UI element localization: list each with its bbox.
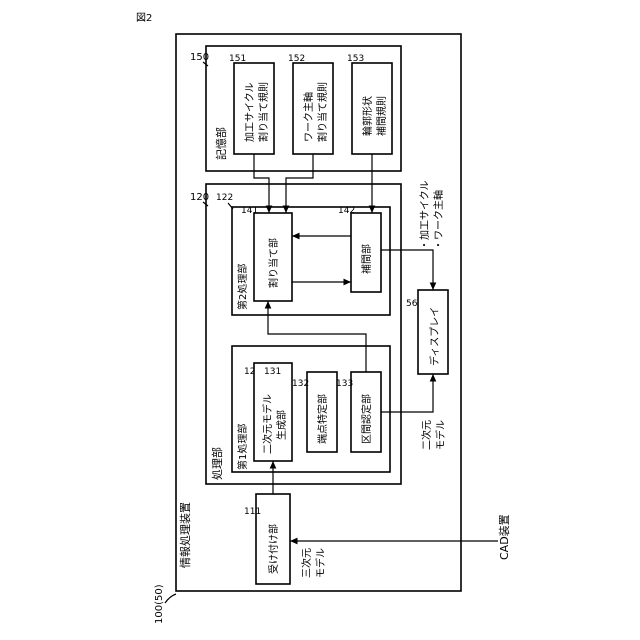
section-unit-label: 区間認定部 (360, 394, 373, 444)
interp-unit-ref: 142 (338, 206, 355, 216)
rule-152-line1: ワーク主軸 (302, 92, 315, 142)
endpoint-unit-label: 端点特定部 (316, 394, 329, 444)
output-annotation-1: ・加工サイクル (419, 181, 431, 251)
endpoint-unit-ref: 132 (292, 379, 309, 389)
rule-152-line2: 割り当て規則 (316, 82, 329, 142)
model-gen-line1: 二次元モデル (261, 394, 274, 454)
rule-151-line1: 加工サイクル (244, 83, 256, 143)
rule-153-ref: 153 (347, 54, 364, 64)
figure-label: 図2 (136, 12, 152, 24)
model3d-annotation-1: 三次元 (300, 548, 313, 578)
second-processing-ref: 122 (216, 193, 233, 203)
model2d-annotation-1: 二次元 (420, 420, 433, 450)
rule-152-ref: 152 (288, 54, 305, 64)
display-ref: 56 (406, 299, 418, 309)
section-unit-ref: 133 (336, 379, 353, 389)
apparatus-ref-leader (165, 594, 176, 603)
first-processing-label: 第1処理部 (236, 424, 249, 470)
apparatus-ref: 100(50) (154, 584, 165, 624)
storage-ref: 150 (190, 52, 209, 63)
storage-label: 記憶部 (214, 127, 228, 160)
model3d-annotation-2: モデル (314, 548, 327, 578)
rule-153-line2: 補間規則 (375, 96, 388, 136)
rule-151-ref: 151 (229, 54, 246, 64)
interp-unit-label: 補間部 (360, 244, 373, 274)
processing-label: 処理部 (210, 447, 224, 480)
display-label: ディスプレイ (428, 307, 441, 366)
apparatus-label: 情報処理装置 (179, 502, 192, 568)
assign-unit-label: 割り当て部 (267, 238, 280, 288)
model2d-annotation-2: モデル (434, 420, 447, 450)
cad-label: CAD装置 (498, 514, 511, 560)
assign-unit-ref: 141 (241, 206, 258, 216)
receiver-label: 受け付け部 (267, 524, 280, 574)
rule-153-line1: 輪郭形状 (361, 96, 374, 136)
output-annotation-2: ・ワーク主軸 (432, 190, 445, 250)
model-gen-line2: 生成部 (275, 410, 288, 440)
processing-ref: 120 (190, 192, 209, 203)
rule-151-line2: 割り当て規則 (257, 82, 270, 142)
second-processing-label: 第2処理部 (236, 264, 249, 310)
receiver-ref: 111 (244, 507, 261, 517)
model-gen-ref: 131 (264, 367, 281, 377)
